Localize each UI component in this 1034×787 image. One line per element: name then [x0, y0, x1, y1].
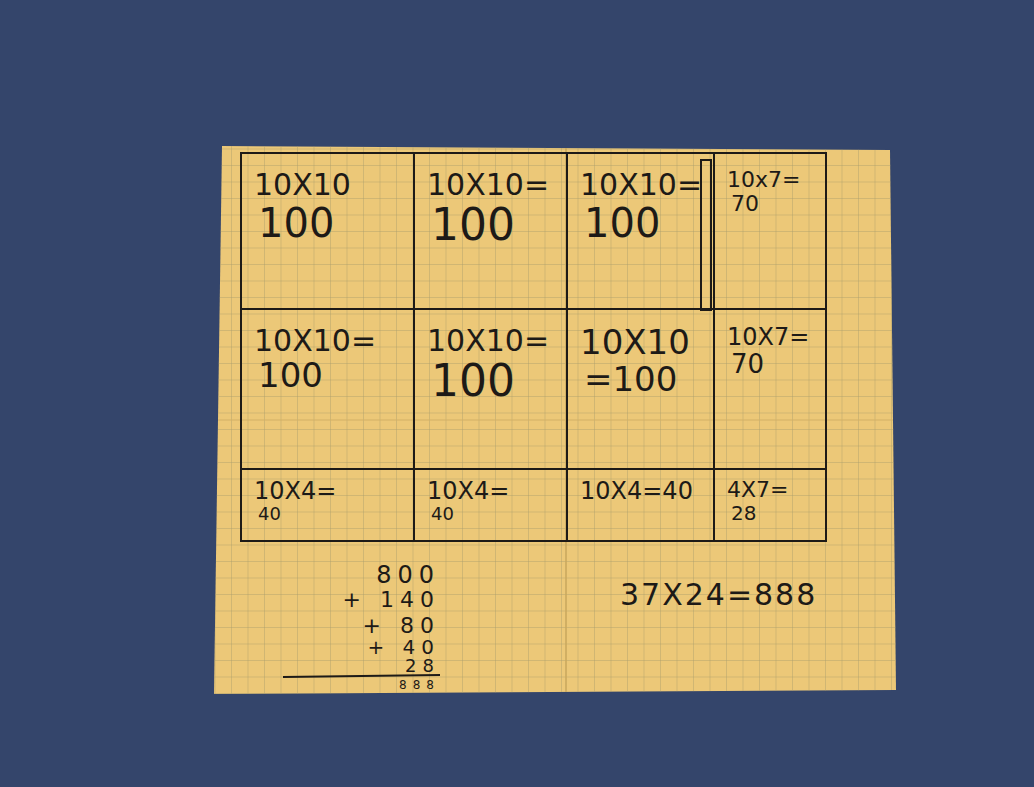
- pencil-mark: [701, 160, 711, 310]
- addition-row: + 40: [367, 636, 440, 658]
- area-model-cell: 10X10=100: [566, 308, 715, 470]
- area-model-cell: 10X4=40: [240, 468, 415, 542]
- multiplication: 4X7=: [727, 478, 815, 502]
- area-model-cell: 10X10=100: [413, 308, 568, 470]
- addition-row: 888: [399, 679, 440, 692]
- area-model-cell: 10X10=100: [566, 152, 715, 310]
- area-model-cell: 10X10100: [240, 152, 415, 310]
- product: 100: [431, 201, 556, 249]
- product: 70: [731, 350, 815, 379]
- area-model-cell: 10X4=40: [413, 468, 568, 542]
- product: 100: [431, 357, 556, 405]
- multiplication: 10X10=: [580, 168, 703, 201]
- area-model-cell: 4X7=28: [713, 468, 827, 542]
- multiplication: 10X10: [580, 324, 703, 361]
- area-model-cell: 10X7=70: [713, 308, 827, 470]
- product: 28: [731, 502, 815, 524]
- product: =100: [584, 361, 703, 398]
- addition-row: + 80: [363, 614, 440, 638]
- equation: 37X24=888: [620, 578, 817, 611]
- multiplication: 10X4=: [427, 478, 556, 504]
- multiplication: 10x7=: [727, 168, 815, 192]
- paper-fold: [218, 420, 893, 421]
- yellow-paper: [214, 146, 896, 694]
- product: 40: [258, 504, 403, 524]
- addition-row: 800: [376, 562, 440, 588]
- multiplication: 10X10=: [427, 168, 556, 201]
- addition-row: 28: [405, 656, 440, 676]
- product: 100: [258, 201, 403, 245]
- multiplication: 10X4=: [254, 478, 403, 504]
- multiplication: 10X10=: [427, 324, 556, 357]
- area-model-cell: 10X10=100: [413, 152, 568, 310]
- addition-row: + 140: [343, 588, 440, 612]
- product: 100: [258, 357, 403, 394]
- paper-grid: [214, 146, 896, 694]
- product: 40: [431, 504, 556, 524]
- product: 70: [731, 192, 815, 216]
- product: 100: [584, 201, 703, 245]
- multiplication: 10X4=40: [580, 478, 703, 504]
- multiplication: 10X10: [254, 168, 403, 201]
- area-model-cell: 10X4=40: [566, 468, 715, 542]
- area-model-cell: 10x7=70: [713, 152, 827, 310]
- multiplication: 10X10=: [254, 324, 403, 357]
- multiplication: 10X7=: [727, 324, 815, 350]
- area-model-cell: 10X10=100: [240, 308, 415, 470]
